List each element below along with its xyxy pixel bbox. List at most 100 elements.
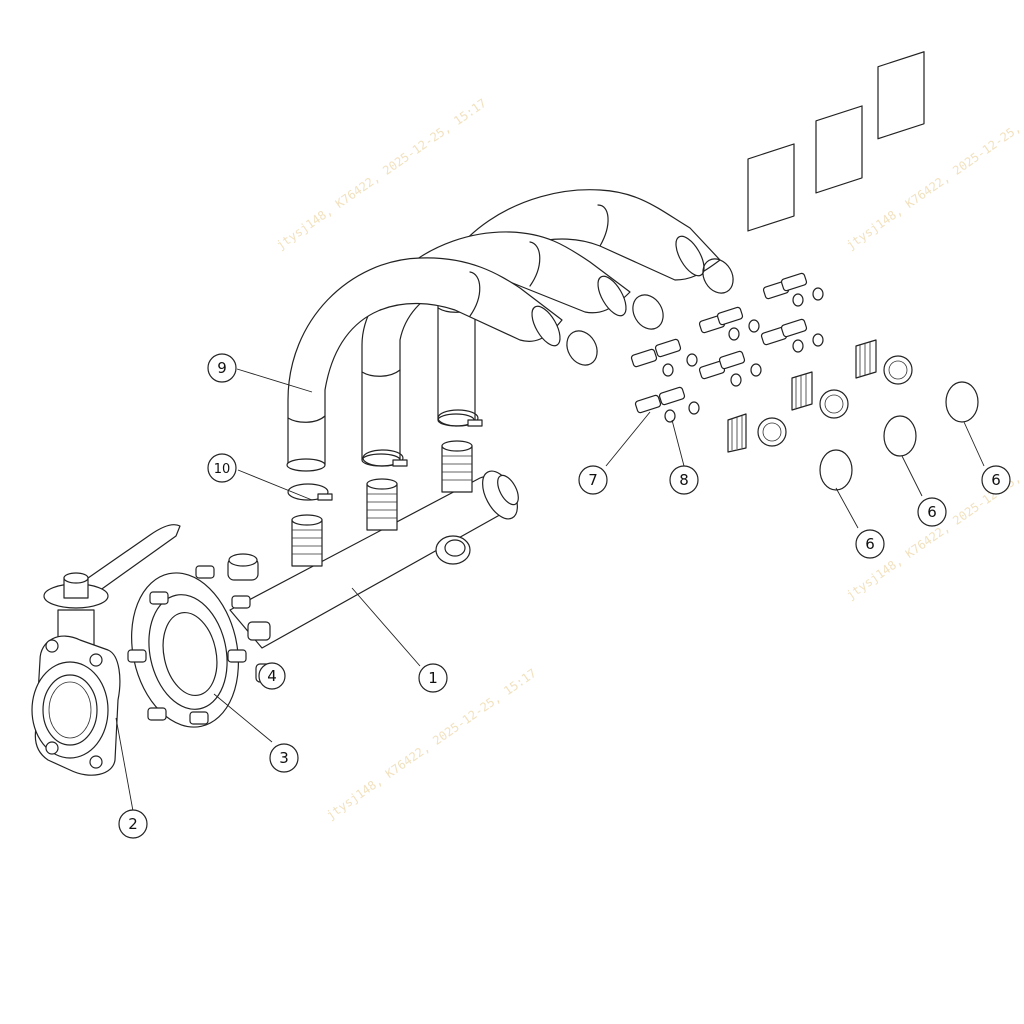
hose-end	[531, 305, 561, 347]
valve-bore	[42, 674, 98, 746]
manifold-end-boss	[497, 474, 519, 506]
lug-hole	[89, 653, 103, 667]
leader-10	[237, 469, 313, 501]
bolt	[654, 338, 682, 358]
butterfly-valve	[31, 524, 181, 776]
hose-end	[675, 235, 705, 277]
watermark-text: jtysj148, K76422, 2025-12-25, 15:17	[274, 96, 489, 253]
hose-band	[361, 369, 401, 377]
callout-2: 2	[118, 809, 148, 839]
leader-6b	[901, 455, 923, 497]
callout-7: 7	[578, 465, 608, 495]
callout-3: 3	[269, 743, 299, 773]
square-flange-set	[855, 51, 925, 385]
hose-clamp	[632, 294, 664, 330]
valve-handle	[77, 524, 181, 597]
washer	[662, 363, 674, 377]
hose-band	[597, 204, 609, 247]
callout-8: 8	[669, 465, 699, 495]
callout-label: 8	[679, 471, 689, 489]
washer	[730, 373, 742, 387]
leader-6c	[963, 421, 985, 467]
clamp-screw	[317, 493, 333, 501]
washer	[792, 339, 804, 353]
flange-bolts-set	[630, 272, 824, 423]
flange-port	[883, 355, 913, 385]
hose-clamp	[287, 483, 329, 501]
hose-front	[287, 257, 563, 466]
callout-label: 6	[927, 503, 937, 521]
o-ring	[945, 381, 979, 423]
hose-clamp	[702, 258, 734, 294]
callout-6c: 6	[981, 465, 1011, 495]
bellows	[791, 371, 813, 411]
washer	[812, 333, 824, 347]
hose-clamp	[362, 449, 404, 467]
callout-6a: 6	[855, 529, 885, 559]
gauge-port	[227, 553, 259, 581]
bolt	[630, 348, 658, 368]
manifold-body	[227, 440, 519, 649]
washer	[728, 327, 740, 341]
washer	[750, 363, 762, 377]
bolt	[718, 350, 746, 370]
hose-band	[529, 241, 541, 287]
leader-7	[605, 411, 651, 467]
bellows	[855, 339, 877, 379]
hose-band	[469, 271, 481, 317]
hex-fitting	[435, 535, 471, 565]
callout-label: 2	[128, 815, 138, 833]
bolt	[716, 306, 744, 326]
o-ring	[819, 449, 853, 491]
hose-clamp	[566, 330, 598, 366]
lug-hole	[89, 755, 103, 769]
o-ring	[883, 415, 917, 457]
square-flange	[747, 143, 795, 232]
washer	[664, 409, 676, 423]
lug-hole	[45, 639, 59, 653]
washer	[686, 353, 698, 367]
callout-10: 10	[207, 453, 237, 483]
square-flange	[877, 51, 925, 140]
bolt	[634, 394, 662, 414]
hose-end	[286, 458, 326, 472]
leader-9	[236, 368, 313, 393]
hose-end	[597, 275, 627, 317]
flange-assembly	[127, 565, 279, 728]
threaded-nipple	[291, 514, 323, 567]
callout-9: 9	[207, 353, 237, 383]
hose-clamp	[437, 409, 479, 427]
bolt	[658, 386, 686, 406]
hose-band	[287, 415, 326, 423]
leader-1	[351, 587, 421, 667]
callout-label: 6	[991, 471, 1001, 489]
callouts: 9 10 1 4 3 2 7 8	[118, 353, 1011, 839]
callout-label: 10	[214, 462, 231, 477]
flange-port	[819, 389, 849, 419]
leader-6a	[835, 487, 859, 529]
callout-label: 3	[279, 749, 289, 767]
flange-port	[757, 417, 787, 447]
callout-label: 7	[588, 471, 598, 489]
flange-bore	[162, 611, 218, 697]
threaded-nipple	[366, 478, 398, 531]
callout-label: 1	[428, 669, 438, 687]
square-flange-set	[727, 143, 795, 453]
callout-label: 6	[865, 535, 875, 553]
leader-2	[115, 717, 134, 812]
lug-hole	[45, 741, 59, 755]
callout-4: 4	[258, 662, 286, 690]
callout-6b: 6	[917, 497, 947, 527]
leader-3	[213, 693, 273, 743]
washer	[792, 293, 804, 307]
leader-lines	[115, 368, 985, 812]
threaded-nipple	[441, 440, 473, 493]
washer	[688, 401, 700, 415]
hose-u-bends	[286, 189, 721, 472]
washer	[748, 319, 760, 333]
clamp-screw	[467, 419, 483, 427]
nut	[247, 621, 271, 641]
washer	[812, 287, 824, 301]
callout-label: 9	[217, 359, 227, 377]
